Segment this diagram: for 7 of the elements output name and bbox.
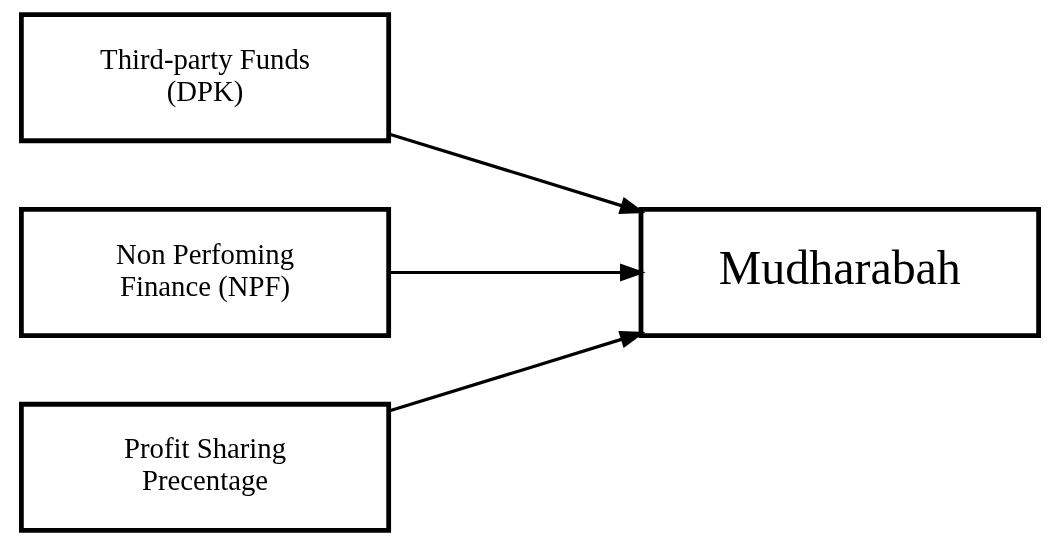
node-box: Non Perfoming Finance (NPF) (19, 207, 392, 338)
arrow (388, 330, 646, 413)
arrow (388, 132, 646, 215)
arrow (388, 263, 646, 282)
node-box: Third-party Funds (DPK) (19, 12, 392, 144)
node-box: Mudharabah (638, 207, 1041, 338)
node-box: Profit Sharing Precentage (19, 401, 392, 533)
